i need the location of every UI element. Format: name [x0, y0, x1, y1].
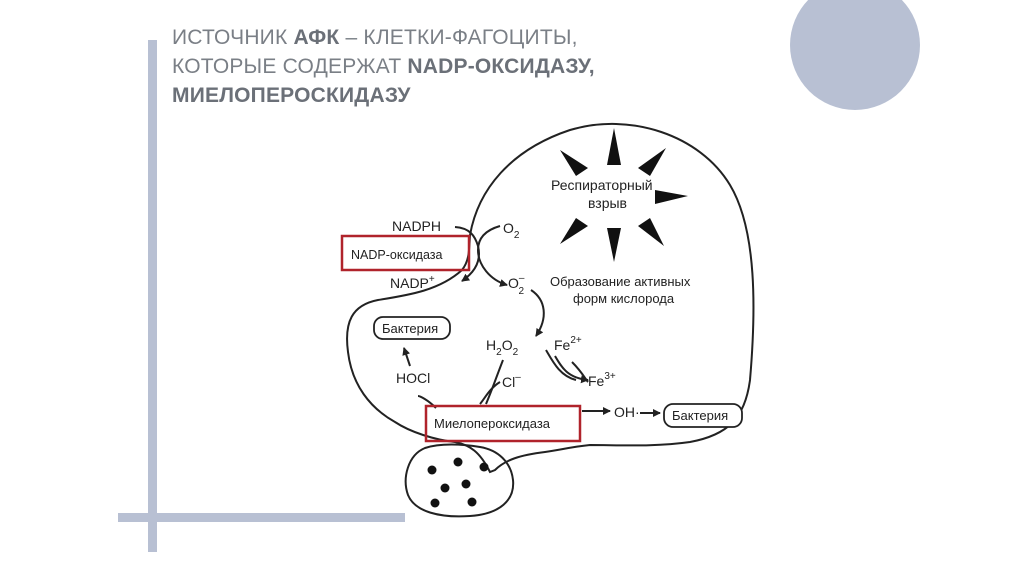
- title-line-1: ИСТОЧНИК АФК – КЛЕТКИ-ФАГОЦИТЫ,: [172, 26, 578, 49]
- o2-label: O2: [503, 220, 520, 241]
- decor-circle: [790, 0, 920, 110]
- burst-spike: [560, 218, 588, 244]
- fe2-to-fe3-arrow: [571, 361, 589, 383]
- bacteria-label-2: Бактерия: [672, 408, 728, 423]
- title-line-2: КОТОРЫЕ СОДЕРЖАТ NADP-ОКСИДАЗУ,: [172, 55, 595, 78]
- granule-sac: [404, 443, 515, 518]
- myeloperoxidase-box: [424, 404, 582, 443]
- burst-spike: [638, 148, 666, 176]
- burst-spike: [607, 228, 621, 262]
- fe2-label: Fe2+: [554, 335, 582, 353]
- granule-dot: [430, 498, 440, 508]
- o2-arrow: [476, 225, 508, 287]
- o2-minus-label: O–2: [508, 273, 525, 297]
- bacteria-label-1: Бактерия: [382, 321, 438, 336]
- granule-dot: [453, 457, 463, 467]
- bacteria-box-1: [373, 316, 451, 340]
- oh-label: OH·: [614, 404, 640, 420]
- fe-arrow: [554, 355, 589, 384]
- respiratory-burst-label-2: взрыв: [588, 195, 627, 211]
- h2o2-to-mpo-arrow: [485, 359, 504, 405]
- ros-label-1: Образование активных: [550, 274, 691, 289]
- burst-spikes: [560, 128, 688, 262]
- nadp-oxidase-label: NADP-оксидаза: [351, 248, 443, 262]
- o2-to-h2o2-arrow: [530, 289, 545, 337]
- nadp-plus-label: NADP+: [390, 274, 435, 291]
- cell-membrane: [346, 122, 755, 474]
- burst-spike: [638, 218, 664, 246]
- slide-title: ИСТОЧНИК АФК – КЛЕТКИ-ФАГОЦИТЫ, КОТОРЫЕ …: [172, 23, 732, 110]
- granule-dot: [440, 483, 450, 493]
- hocl-label: HOCl: [396, 370, 430, 386]
- nadp-oxidase-box: [340, 234, 471, 272]
- h2o2-to-fe-arrow: [545, 349, 577, 381]
- myeloperoxidase-label: Миелопероксидаза: [434, 416, 551, 431]
- granule-dot: [479, 462, 489, 472]
- cl-label: Cl–: [502, 372, 521, 390]
- horizontal-decor-bar: [118, 513, 405, 522]
- title-line-3: МИЕЛОПЕРОСКИДАЗУ: [172, 84, 411, 107]
- burst-spike: [560, 150, 588, 176]
- bacteria-box-2: [663, 403, 743, 428]
- vertical-decor-bar: [148, 40, 157, 552]
- granule-dot: [467, 497, 477, 507]
- granule-dot: [427, 465, 437, 475]
- granules: [427, 457, 489, 508]
- h2o2-label: H2O2: [486, 337, 519, 358]
- nadph-label: NADPH: [392, 218, 441, 234]
- burst-spike: [655, 190, 688, 204]
- hocl-to-bacteria-arrow: [402, 347, 411, 367]
- fe3-label: Fe3+: [588, 371, 616, 389]
- respiratory-burst-label-1: Респираторный: [551, 177, 653, 193]
- cl-arrow: [479, 381, 501, 405]
- burst-spike: [607, 128, 621, 165]
- ros-label-2: форм кислорода: [573, 291, 675, 306]
- granule-dot: [461, 479, 471, 489]
